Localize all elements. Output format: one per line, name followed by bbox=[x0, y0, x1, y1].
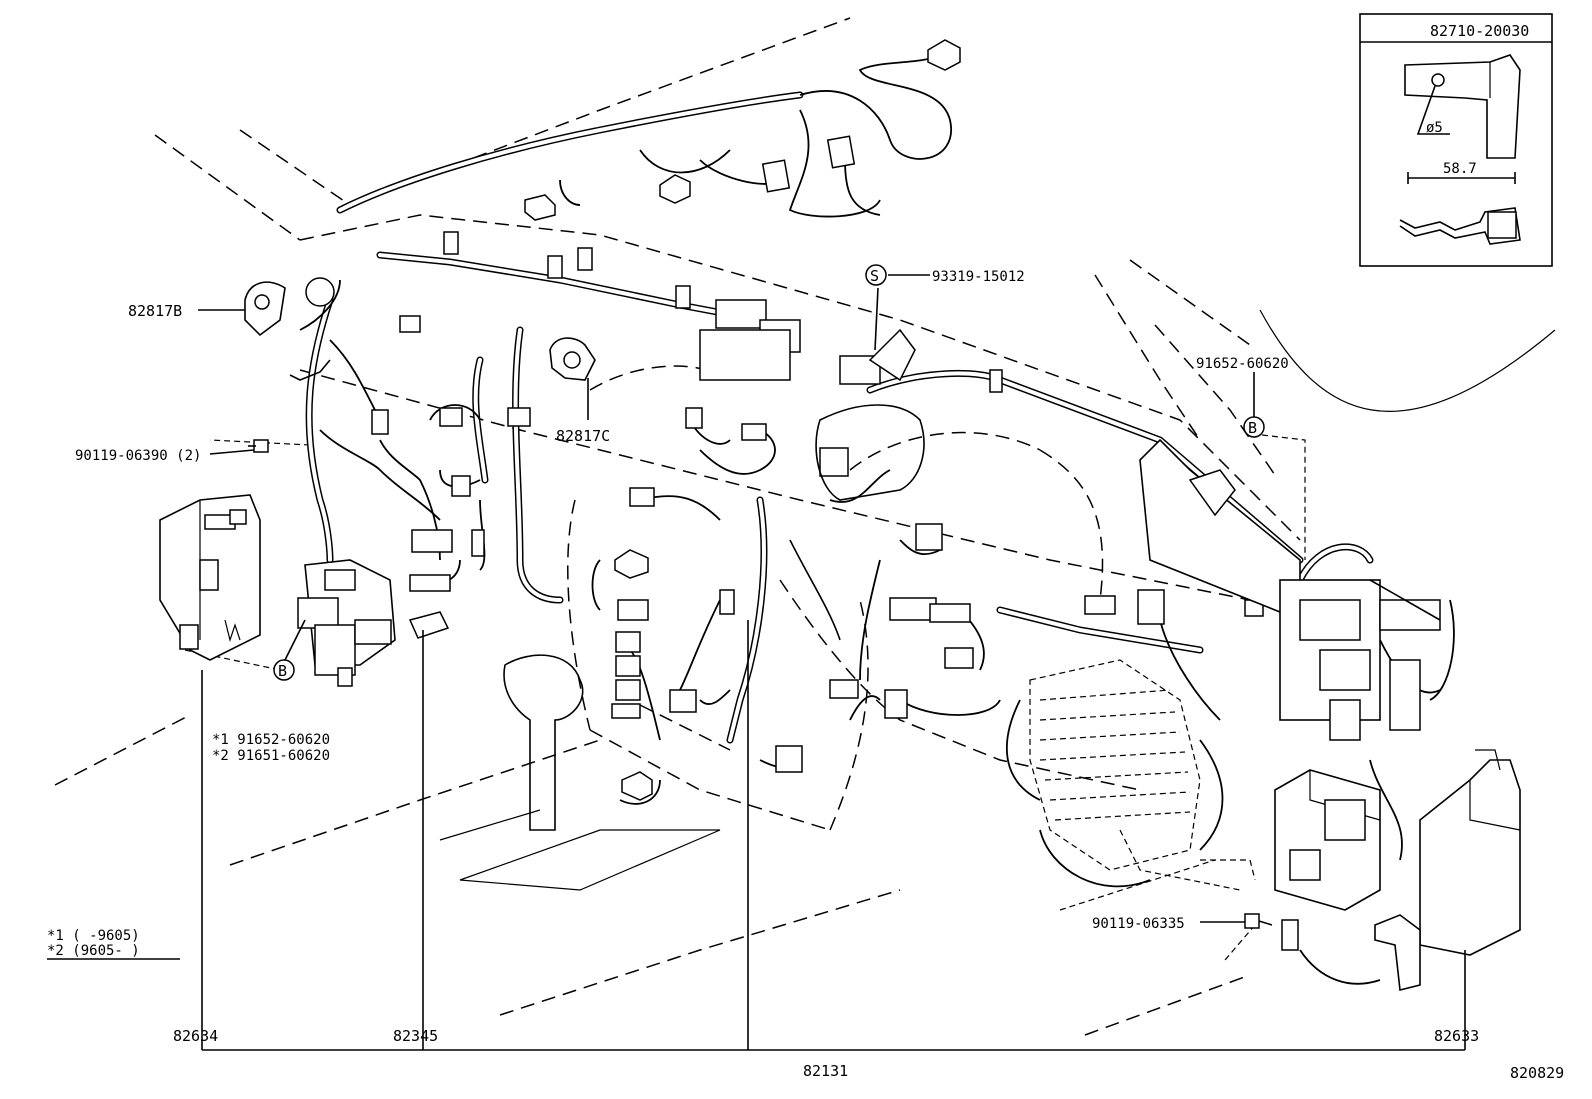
clip-82817c bbox=[549, 337, 596, 381]
relay-block-82633-area bbox=[1274, 749, 1521, 991]
footnote-1: *1 ( -9605) bbox=[47, 928, 140, 944]
label-91651-left: *2 91651-60620 bbox=[212, 748, 330, 764]
right-relay-assembly bbox=[1139, 438, 1441, 741]
label-82345: 82345 bbox=[393, 1027, 438, 1045]
label-91652-left: *1 91652-60620 bbox=[212, 732, 330, 748]
grommet-82817b bbox=[244, 277, 335, 337]
label-82817c: 82817C bbox=[556, 427, 610, 445]
bottom-bracket-lines bbox=[201, 620, 1466, 1051]
b-symbol-left-text: B bbox=[278, 662, 287, 680]
b-symbol-right-text: B bbox=[1248, 419, 1257, 437]
body-outline-lines bbox=[54, 17, 1556, 1036]
screw-symbol-text: S bbox=[870, 267, 879, 285]
label-93319-15012: 93319-15012 bbox=[932, 269, 1025, 285]
center-console bbox=[439, 404, 925, 891]
label-82633: 82633 bbox=[1434, 1027, 1479, 1045]
b-symbol-right: B bbox=[1243, 416, 1265, 438]
inset-diameter-label: ø5 bbox=[1426, 120, 1443, 136]
screw-symbol: S bbox=[865, 264, 887, 286]
b-symbol-left: B bbox=[273, 659, 295, 681]
inset-title: 82710-20030 bbox=[1430, 22, 1529, 40]
label-82634: 82634 bbox=[173, 1027, 218, 1045]
dashboard-panel-outline bbox=[567, 365, 1141, 831]
harness-brackets bbox=[289, 231, 1003, 393]
leader-lines bbox=[198, 274, 1255, 923]
bolt-90119-06390 bbox=[248, 439, 269, 453]
inset-grommet-drawing bbox=[1399, 54, 1521, 245]
label-82131: 82131 bbox=[803, 1062, 848, 1080]
label-90119-06390: 90119-06390 (2) bbox=[75, 448, 201, 464]
label-82817b: 82817B bbox=[128, 302, 182, 320]
wire-connectors bbox=[371, 39, 1264, 801]
inset-length-label: 58.7 bbox=[1443, 161, 1477, 177]
junction-block-dashed bbox=[1029, 659, 1256, 891]
bolt-90119-06335 bbox=[1244, 913, 1273, 929]
footnote-2: *2 (9605- ) bbox=[47, 943, 140, 959]
label-90119-06335: 90119-06335 bbox=[1092, 916, 1185, 932]
inset-detail-box bbox=[1359, 13, 1553, 267]
label-91652-right: 91652-60620 bbox=[1196, 356, 1289, 372]
harness-wires bbox=[299, 54, 1455, 985]
main-harness-tubes bbox=[305, 91, 1374, 744]
relay-cluster-left bbox=[297, 559, 450, 687]
diagram-id: 820829 bbox=[1510, 1064, 1564, 1082]
left-module-82634 bbox=[159, 494, 261, 661]
